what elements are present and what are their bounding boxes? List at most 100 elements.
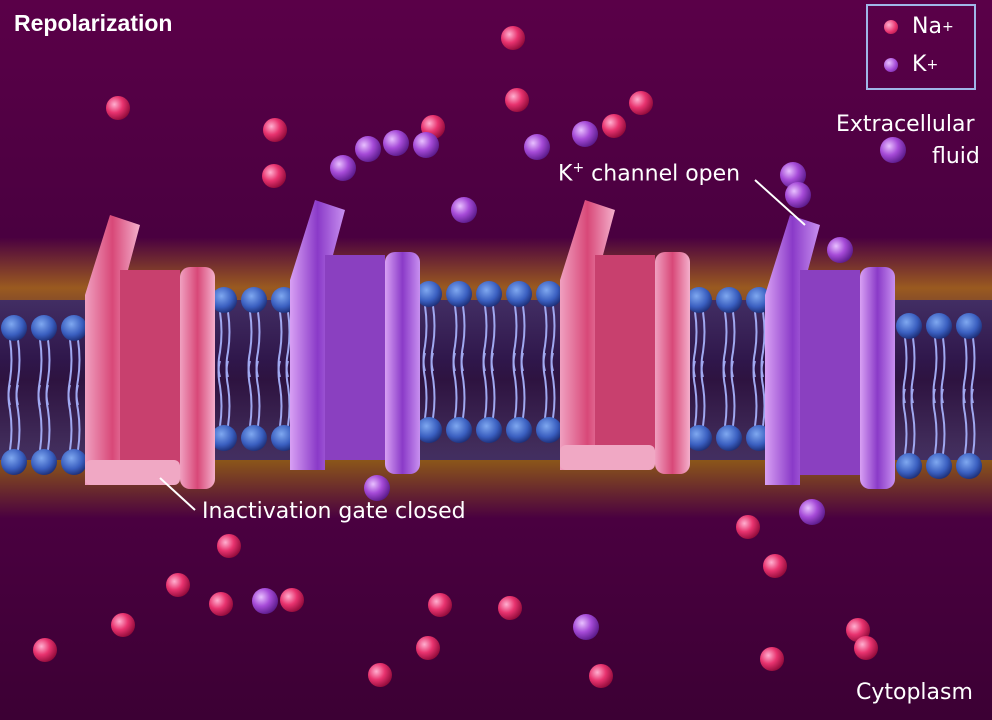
k-ion (827, 237, 853, 263)
inactivation-gate-label: Inactivation gate closed (202, 499, 466, 524)
na-channel-pore (595, 255, 655, 460)
na-ion (416, 636, 440, 660)
k-channel-subunit (385, 252, 420, 474)
k-ion (880, 137, 906, 163)
lipid-head (31, 315, 57, 341)
lipid-tail (940, 388, 946, 455)
lipid-tail (760, 360, 766, 427)
k-charge: + (572, 160, 585, 176)
k-ion (451, 197, 477, 223)
na-ion (629, 91, 653, 115)
cytoplasm-label: Cytoplasm (856, 680, 973, 705)
lipid-tail (430, 352, 436, 419)
k-ion (573, 614, 599, 640)
lipid-tail (932, 388, 938, 455)
legend-item-na: Na+ (884, 14, 954, 39)
lipid-tail (217, 360, 223, 427)
na-channel (560, 200, 690, 474)
lipid-head (31, 449, 57, 475)
na-ion (280, 588, 304, 612)
lipid-head (241, 287, 267, 313)
k-ion (330, 155, 356, 181)
lipid-tail (285, 360, 291, 427)
na-ion (763, 554, 787, 578)
lipid-head (416, 281, 442, 307)
k-ion (785, 182, 811, 208)
lipid-tail (520, 352, 526, 419)
na-ion (262, 164, 286, 188)
na-channel-subunit (655, 252, 690, 474)
lipid-tail (37, 384, 43, 451)
lipid-head (956, 313, 982, 339)
lipid-head (1, 449, 27, 475)
lipid-head (506, 281, 532, 307)
k-symbol: K (558, 161, 573, 187)
na-channel-gate-subunit (85, 215, 140, 485)
k-ion (799, 499, 825, 525)
legend-charge-k: + (926, 56, 939, 73)
lipid-tail (45, 384, 51, 451)
lipid-head (686, 425, 712, 451)
k-channel-text: channel open (584, 161, 741, 187)
lipid-tail (277, 360, 283, 427)
lipid-head (716, 425, 742, 451)
lipid-head (211, 287, 237, 313)
lipid-tail (700, 360, 706, 427)
k-ion (383, 130, 409, 156)
legend-charge-na: + (941, 18, 954, 35)
ion-legend: Na+ K+ (866, 4, 976, 90)
k-channel-pointer (754, 179, 806, 226)
na-ion (106, 96, 130, 120)
k-channel-gate-subunit (290, 200, 345, 470)
k-ion (780, 162, 806, 188)
na-channel-pore (120, 270, 180, 475)
k-channel-subunit (860, 267, 895, 489)
lipid-head (446, 281, 472, 307)
lipid-tail (722, 360, 728, 427)
k-ion (355, 136, 381, 162)
lipid-head (896, 453, 922, 479)
na-ion (166, 573, 190, 597)
na-channel-subunit (180, 267, 215, 489)
na-ion (263, 118, 287, 142)
lipid-tail (482, 352, 488, 419)
page-title: Repolarization (14, 10, 173, 36)
lipid-head (416, 417, 442, 443)
lipid-head (926, 453, 952, 479)
na-ion (760, 647, 784, 671)
lipid-tail (962, 388, 968, 455)
lipid-tail (255, 360, 261, 427)
lipid-tail (550, 352, 556, 419)
lipid-tail (542, 352, 548, 419)
inactivation-gate-pointer (159, 477, 196, 511)
na-ion (846, 618, 870, 642)
k-channel-pore (325, 255, 385, 460)
inactivation-gate (85, 460, 180, 485)
na-ion (428, 593, 452, 617)
k-ion (364, 475, 390, 501)
na-ion (33, 638, 57, 662)
lipid-tail (692, 360, 698, 427)
na-ion-icon (884, 19, 898, 34)
lipid-head (476, 281, 502, 307)
lipid-head (536, 417, 562, 443)
k-ion (524, 134, 550, 160)
lipid-tail (452, 352, 458, 419)
inactivation-gate (560, 445, 655, 470)
lipid-tail (75, 384, 81, 451)
legend-label-k: K (912, 52, 927, 77)
na-ion (209, 592, 233, 616)
lipid-tail (460, 352, 466, 419)
lipid-tail (67, 384, 73, 451)
na-ion (498, 596, 522, 620)
lipid-tail (752, 360, 758, 427)
lipid-head (1, 315, 27, 341)
lipid-head (506, 417, 532, 443)
legend-label-na: Na (912, 14, 942, 39)
k-ion (413, 132, 439, 158)
na-ion (111, 613, 135, 637)
lipid-tail (902, 388, 908, 455)
lipid-tail (970, 388, 976, 455)
k-channel-pore (800, 270, 860, 475)
